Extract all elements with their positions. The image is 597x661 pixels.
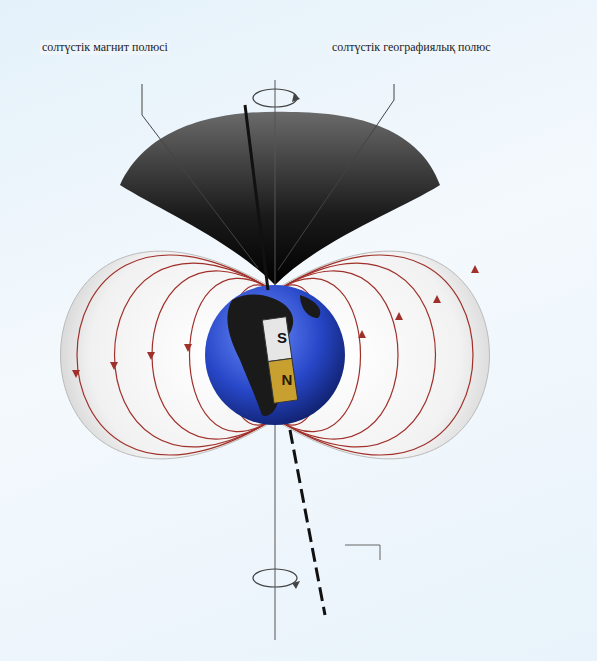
magnetic-axis <box>245 105 268 290</box>
magnet-pole-letter: N <box>279 372 295 387</box>
leader-line <box>142 84 258 268</box>
pole-label: солтүстік географиялық полюс <box>330 40 493 55</box>
bar-magnet <box>262 317 297 404</box>
field-lines <box>77 255 473 455</box>
earth-globe <box>205 285 345 425</box>
leader-line <box>278 84 394 270</box>
rotation-arrow <box>253 89 297 107</box>
magnet-pole-letter: S <box>274 330 290 345</box>
rotation-arrow <box>253 569 297 587</box>
pole-label: солтүстік магнит полюсі <box>40 40 170 55</box>
magnetic-axis <box>290 430 325 615</box>
